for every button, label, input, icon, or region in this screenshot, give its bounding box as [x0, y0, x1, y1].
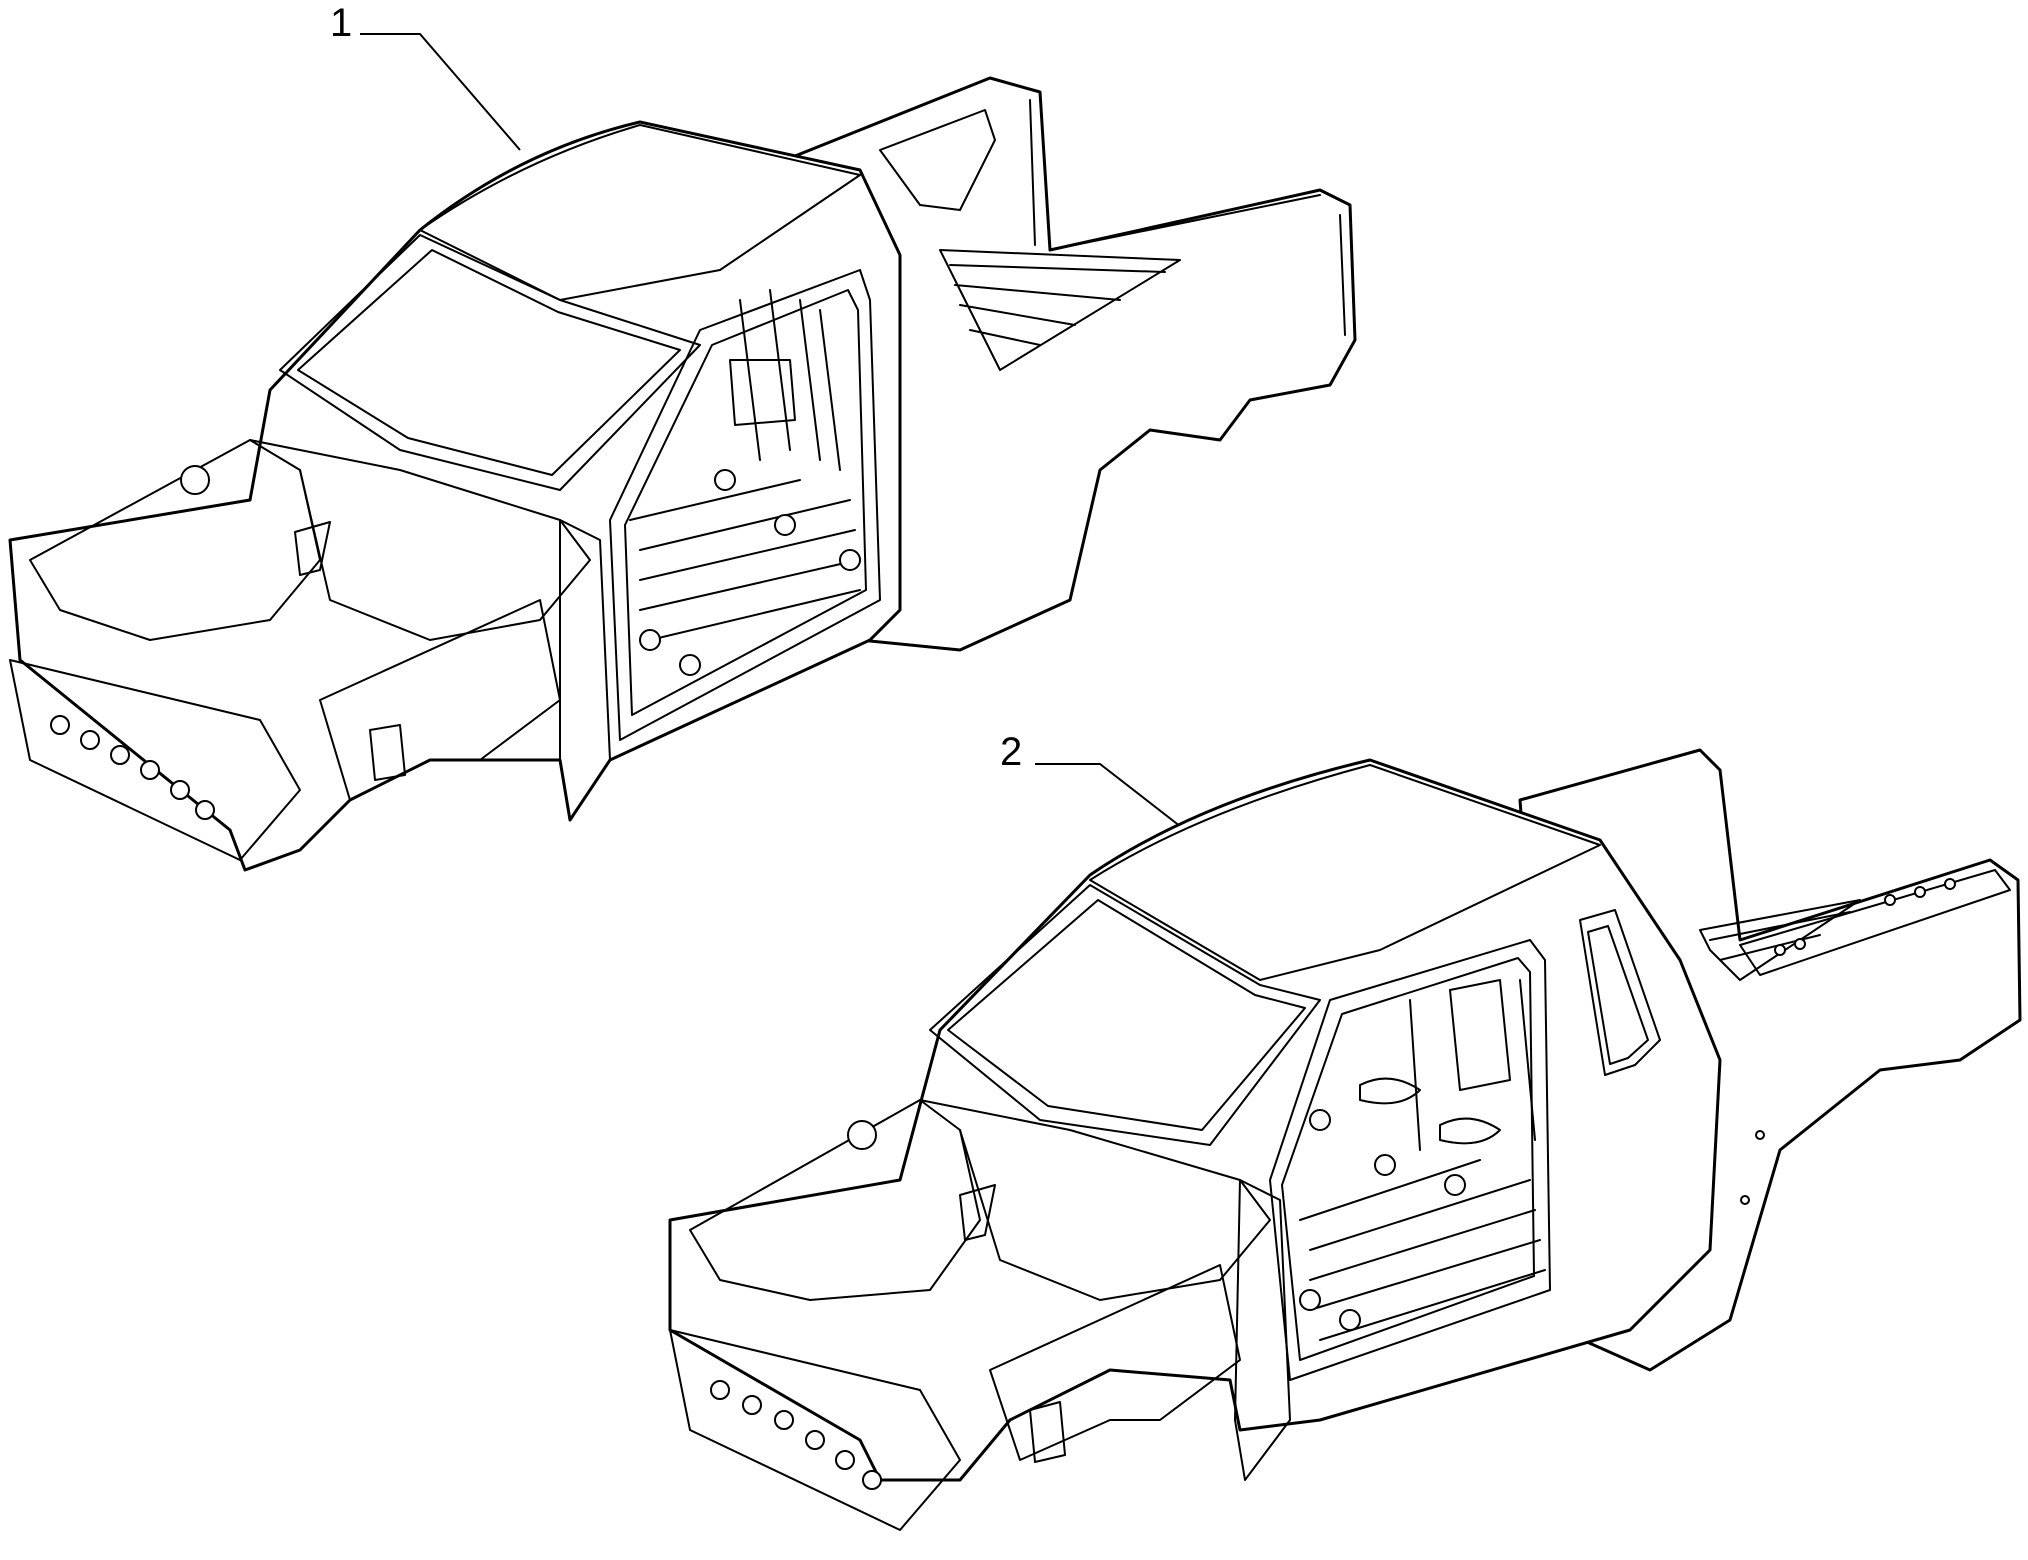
body-2-hole — [742, 1395, 762, 1415]
body-1-hole — [839, 549, 861, 571]
body-2-hole — [774, 1410, 794, 1430]
body-1-cab — [8, 120, 902, 872]
body-2-cab-floor-ribs — [1299, 1159, 1546, 1341]
body-1-dash-panel — [249, 439, 591, 641]
body-1-windshield-inner — [297, 249, 681, 476]
body-2-windshield — [929, 884, 1321, 1146]
body-1-bed — [758, 76, 1357, 652]
body-1-windshield — [279, 234, 701, 491]
body-2-hole — [835, 1450, 855, 1470]
body-2-hole — [1374, 1154, 1396, 1176]
body-2-cab — [668, 758, 1722, 1482]
body-2-hole — [847, 1120, 877, 1150]
callout-1[interactable]: 1 — [330, 1, 521, 151]
body-shell-2[interactable] — [668, 748, 2022, 1531]
body-2-hole — [1299, 1289, 1321, 1311]
body-2-roof — [1089, 764, 1601, 981]
body-2-hole — [710, 1380, 730, 1400]
body-1-bed-floor — [939, 249, 1181, 371]
body-2-rear-panel — [1409, 979, 1536, 1151]
body-1-roof — [419, 124, 861, 301]
body-1-hole — [639, 629, 661, 651]
body-1-a-pillar — [559, 519, 611, 821]
body-2-hole — [1914, 886, 1926, 898]
body-1-hole — [180, 465, 210, 495]
body-1-hole — [714, 469, 736, 491]
body-1-hole — [195, 800, 215, 820]
body-2-front-bumper-beam — [669, 1329, 961, 1531]
body-1-door-opening-inner — [624, 289, 867, 716]
callout-1-leader — [360, 33, 521, 151]
body-2-door-opening-inner — [1281, 957, 1535, 1361]
body-1-front-bumper-beam — [9, 659, 301, 861]
body-2-windshield-inner — [947, 899, 1306, 1131]
body-1-apron-square — [369, 724, 406, 781]
body-1-hole — [774, 514, 796, 536]
body-shell-1[interactable] — [8, 76, 1357, 872]
body-1-hole — [170, 780, 190, 800]
body-1-bed-window — [879, 109, 996, 211]
body-2-engine-bay — [689, 1099, 981, 1301]
body-2-cowl-vent — [959, 1184, 996, 1241]
body-1-fender-apron — [319, 599, 561, 801]
body-2-apron-square — [1029, 1401, 1066, 1463]
body-2-hole — [1884, 894, 1896, 906]
body-2-hole — [1944, 878, 1956, 890]
body-1-engine-bay — [29, 439, 321, 641]
body-1-hole — [50, 715, 70, 735]
body-2-fender-apron — [989, 1264, 1241, 1461]
body-1-rear-panel — [729, 289, 841, 471]
body-1-hole — [110, 745, 130, 765]
callout-2-leader — [1035, 763, 1186, 831]
body-2-bed-side-rail — [1739, 869, 2011, 976]
body-1-door-opening — [609, 269, 881, 741]
body-2-hole — [862, 1470, 882, 1490]
body-1-cowl-vent — [294, 521, 331, 576]
body-2-hole — [1755, 1130, 1765, 1140]
body-2-hole — [1740, 1195, 1750, 1205]
body-2-hole — [1339, 1309, 1361, 1331]
callout-1-number: 1 — [330, 1, 352, 45]
body-1-hole — [140, 760, 160, 780]
body-1-bed-side-inner — [1029, 99, 1346, 336]
body-2-hole — [1794, 938, 1806, 950]
body-2-hole — [805, 1430, 825, 1450]
body-2-hole — [1309, 1109, 1331, 1131]
body-1-hole — [679, 654, 701, 676]
body-2-a-pillar — [1234, 1179, 1291, 1481]
body-2-rear-quarter-window — [1579, 909, 1661, 1076]
body-2-hole — [1774, 944, 1786, 956]
body-2-floor-cutouts — [1359, 1077, 1501, 1145]
body-2-door-opening — [1269, 939, 1551, 1381]
body-2-rear-quarter-window-inner — [1587, 925, 1649, 1065]
body-1-hole — [80, 730, 100, 750]
body-2-dash-panel — [919, 1099, 1271, 1301]
callout-2-number: 2 — [1000, 730, 1022, 774]
callout-2[interactable]: 2 — [1000, 730, 1186, 831]
body-1-cab-floor-ribs — [629, 479, 861, 641]
body-2-hole — [1444, 1174, 1466, 1196]
